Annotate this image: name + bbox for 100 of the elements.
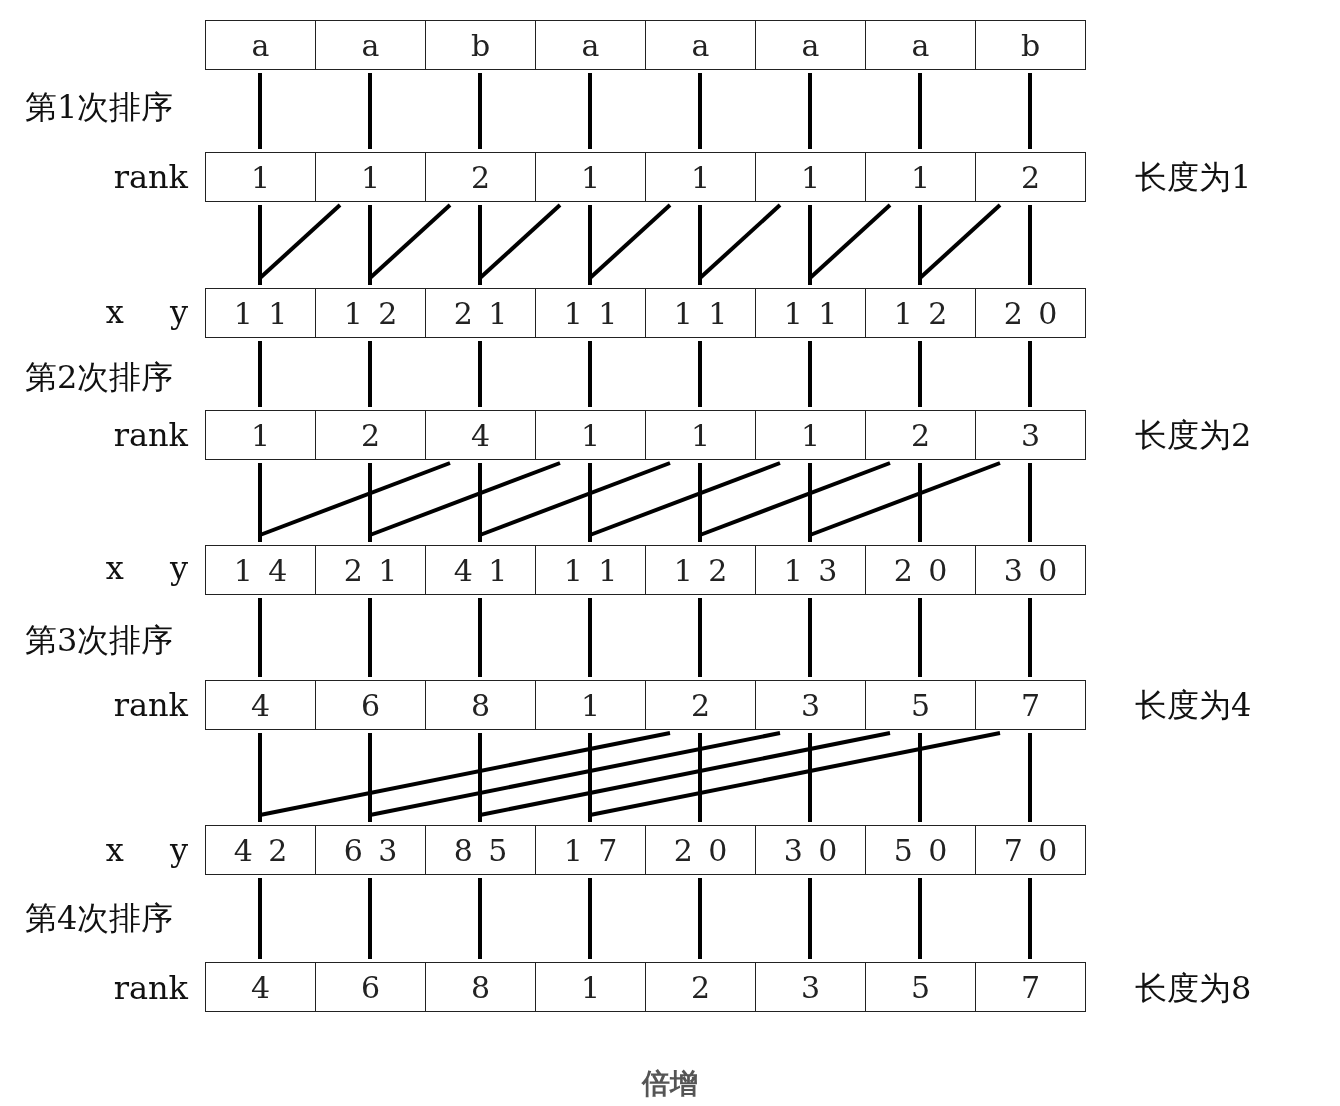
table-cell: 2 <box>645 680 756 730</box>
caption: 倍增 <box>640 1070 699 1098</box>
table-cell: 8 <box>425 962 536 1012</box>
connector-line <box>369 461 561 537</box>
table-cell: 1 <box>645 410 756 460</box>
connector-line <box>588 73 592 149</box>
length-label: 长度为8 <box>1135 972 1252 1004</box>
table-cell: a <box>205 20 316 70</box>
connector-line <box>918 463 922 542</box>
row-label: rank <box>113 972 188 1004</box>
connector-line <box>589 461 781 537</box>
connector-line <box>258 733 262 822</box>
connector-line <box>918 878 922 959</box>
connector-line <box>808 205 812 285</box>
connector-line <box>258 73 262 149</box>
table-cell: a <box>315 20 426 70</box>
table-cell: 1 1 <box>205 288 316 338</box>
connector-line <box>479 461 671 537</box>
table-cell: 4 1 <box>425 545 536 595</box>
connector-line <box>698 463 702 542</box>
table-cell: 4 <box>205 680 316 730</box>
row-label: rank <box>113 161 188 193</box>
connector-line <box>369 731 781 817</box>
table-cell: 1 <box>755 410 866 460</box>
connector-line <box>589 731 1001 817</box>
connector-line <box>368 598 372 677</box>
table-cell: 1 <box>535 152 646 202</box>
connector-line <box>918 733 922 822</box>
table-cell: 1 <box>315 152 426 202</box>
table-cell: 5 0 <box>865 825 976 875</box>
connector-line <box>258 598 262 677</box>
connector-line <box>368 878 372 959</box>
connector-line <box>698 341 702 407</box>
table-cell: 2 <box>865 410 976 460</box>
row-label: x y <box>105 296 188 328</box>
connector-line <box>698 73 702 149</box>
connector-line <box>478 733 482 822</box>
table-cell: 1 2 <box>645 545 756 595</box>
table-cell: 8 5 <box>425 825 536 875</box>
connector-line <box>478 341 482 407</box>
table-cell: 7 0 <box>975 825 1086 875</box>
connector-line <box>918 73 922 149</box>
connector-line <box>918 598 922 677</box>
row-label: x y <box>105 552 188 584</box>
table-cell: 2 <box>315 410 426 460</box>
table-cell: b <box>425 20 536 70</box>
table-cell: 1 7 <box>535 825 646 875</box>
connector-line <box>588 205 592 285</box>
length-label: 长度为1 <box>1135 161 1252 193</box>
connector-line <box>808 598 812 677</box>
connector-line <box>588 463 592 542</box>
table-cell: 1 <box>205 152 316 202</box>
table-cell: 7 <box>975 962 1086 1012</box>
table-cell: 1 1 <box>755 288 866 338</box>
row-label: rank <box>113 689 188 721</box>
table-cell: 3 <box>975 410 1086 460</box>
table-cell: 4 <box>425 410 536 460</box>
table-cell: 2 <box>975 152 1086 202</box>
connector-line <box>368 463 372 542</box>
connector-line <box>698 878 702 959</box>
table-cell: 6 <box>315 962 426 1012</box>
table-cell: a <box>535 20 646 70</box>
table-cell: a <box>865 20 976 70</box>
connector-line <box>588 878 592 959</box>
connector-line <box>588 598 592 677</box>
connector-line <box>808 463 812 542</box>
connector-line <box>259 461 451 537</box>
table-cell: 1 3 <box>755 545 866 595</box>
table-cell: 2 <box>425 152 536 202</box>
table-cell: 6 <box>315 680 426 730</box>
connector-line <box>258 341 262 407</box>
connector-line <box>478 598 482 677</box>
table-cell: 1 <box>645 152 756 202</box>
table-cell: 5 <box>865 962 976 1012</box>
connector-line <box>478 878 482 959</box>
table-cell: 1 <box>865 152 976 202</box>
row-label: rank <box>113 419 188 451</box>
table-cell: 2 0 <box>865 545 976 595</box>
length-label: 长度为4 <box>1135 689 1252 721</box>
connector-line <box>918 205 922 285</box>
table-cell: 1 4 <box>205 545 316 595</box>
connector-line <box>808 341 812 407</box>
connector-line <box>809 461 1001 537</box>
connector-line <box>808 733 812 822</box>
table-cell: 6 3 <box>315 825 426 875</box>
step-label: 第1次排序 <box>25 91 174 123</box>
connector-line <box>478 205 482 285</box>
row-label: x y <box>105 834 188 866</box>
table-cell: 1 <box>205 410 316 460</box>
connector-line <box>479 731 891 817</box>
table-cell: 8 <box>425 680 536 730</box>
table-cell: 1 2 <box>865 288 976 338</box>
table-cell: 1 <box>755 152 866 202</box>
table-cell: 1 1 <box>535 288 646 338</box>
table-cell: 5 <box>865 680 976 730</box>
table-cell: 1 <box>535 410 646 460</box>
length-label: 长度为2 <box>1135 419 1252 451</box>
connector-line <box>258 463 262 542</box>
table-cell: a <box>645 20 756 70</box>
step-label: 第3次排序 <box>25 624 174 656</box>
